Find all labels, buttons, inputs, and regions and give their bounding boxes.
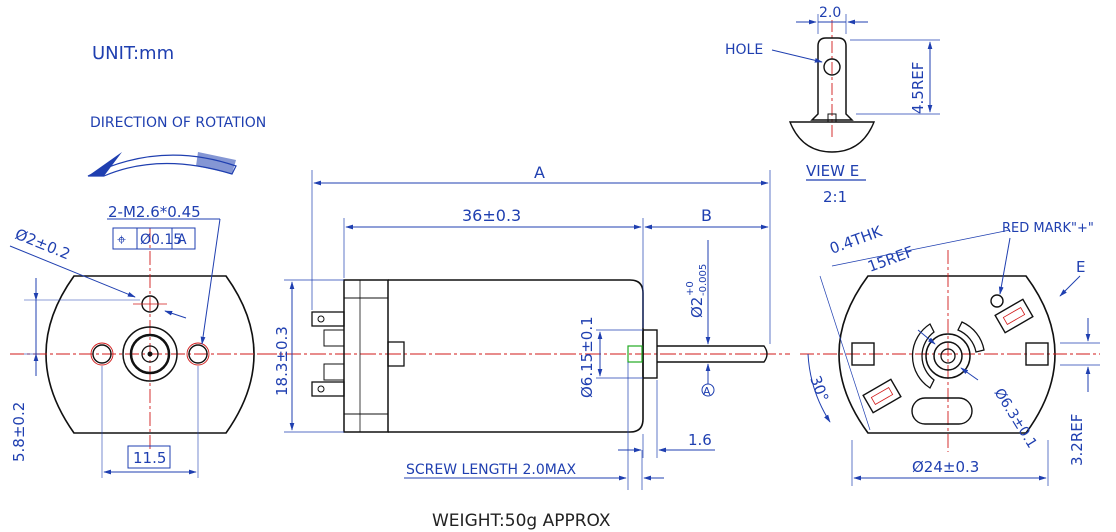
spacing-dim-box: 11.5 [127, 445, 171, 469]
hole-label: HOLE [725, 42, 763, 58]
body-diameter-dim: 18.3±0.3 [273, 326, 291, 396]
ref-length-dim: 15REF [865, 243, 916, 276]
red-mark-label: RED MARK"+" [1002, 221, 1094, 236]
overall-length-dim: A [534, 163, 545, 182]
datum-a-label: A [703, 385, 711, 398]
body-length-dim: 36±0.3 [462, 206, 521, 225]
hole-dia-dim: Ø2±0.2 [13, 225, 73, 263]
view-e-width: 2.0 [819, 5, 841, 21]
screw-length-note: SCREW LENGTH 2.0MAX [406, 462, 576, 478]
weight-label: WEIGHT:50g APPROX [432, 511, 611, 531]
datum-ref: A [177, 232, 187, 248]
shaft-diameter-dim: Ø2 [688, 297, 706, 318]
angle-dim: 30° [806, 373, 832, 404]
height-dim-left: 5.8±0.2 [10, 402, 28, 462]
shaft-tol-upper: +0 [685, 281, 696, 296]
view-e-arrow-label: E [1076, 258, 1085, 276]
right-view-dimensions [807, 229, 1100, 486]
width-dim-right: Ø24±0.3 [912, 458, 979, 476]
shaft-tol-lower: -0.005 [698, 264, 709, 296]
thread-callout: 2-M2.6*0.45 [108, 203, 201, 221]
left-end-view [10, 228, 290, 452]
direction-label: DIRECTION OF ROTATION [90, 115, 266, 131]
rotation-arrow-icon [87, 152, 237, 177]
shaft-length-dim: B [701, 206, 712, 225]
position-tolerance-icon: ⌖ [117, 230, 126, 249]
boss-dia-dim: Ø6.3±0.1 [991, 386, 1040, 452]
tolerance-value: Ø0.15 [140, 232, 182, 248]
view-e-height: 4.5REF [909, 62, 927, 114]
right-end-view [800, 250, 1100, 452]
view-e-title: VIEW E [806, 162, 859, 180]
boss-length-dim: 1.6 [688, 431, 712, 449]
view-e-terminal [788, 20, 876, 153]
tolerance-frame: ⌖ Ø0.15 A [112, 227, 196, 250]
boss-diameter-dim: Ø6.15±0.1 [578, 316, 596, 398]
view-e-scale: 2:1 [823, 188, 847, 206]
thickness-dim: 0.4THK [827, 222, 885, 258]
side-view-dimensions [284, 170, 771, 490]
ref-height-dim: 3.2REF [1068, 414, 1086, 466]
unit-label: UNIT:mm [92, 43, 174, 64]
view-e-dimensions [771, 14, 940, 181]
left-view-dimensions [9, 218, 221, 478]
spacing-dim: 11.5 [133, 449, 166, 467]
side-view [260, 279, 790, 433]
